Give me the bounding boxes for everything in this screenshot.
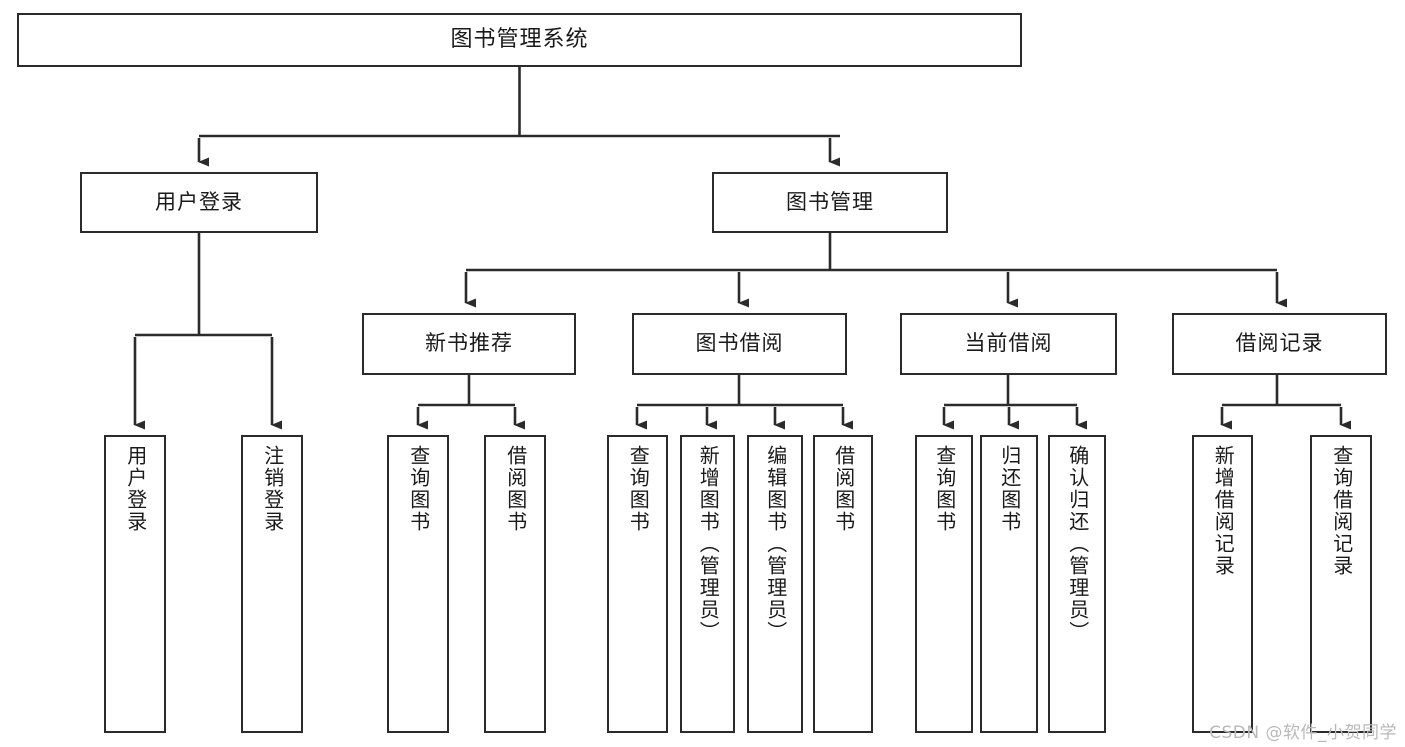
- node-label: 图书借阅: [695, 331, 784, 356]
- node-leaf-confirm-return-admin[interactable]: 确认归还（管理员）: [1048, 435, 1106, 733]
- node-label: 图书管理: [786, 189, 874, 214]
- node-leaf-borrow-book-2[interactable]: 借阅图书: [813, 435, 873, 733]
- node-book-manage[interactable]: 图书管理: [712, 172, 948, 233]
- node-label: 查询借阅记录: [1329, 445, 1354, 577]
- node-label: 新增图书（管理员）: [696, 445, 721, 643]
- node-current-borrow[interactable]: 当前借阅: [900, 313, 1117, 375]
- csdn-watermark: CSDN @软件_小贺同学: [1209, 723, 1397, 743]
- node-leaf-query-book-3[interactable]: 查询图书: [915, 435, 973, 733]
- node-leaf-add-borrow-record[interactable]: 新增借阅记录: [1192, 435, 1253, 733]
- node-label: 查询图书: [406, 445, 431, 533]
- node-leaf-add-book-admin[interactable]: 新增图书（管理员）: [680, 435, 735, 733]
- node-leaf-edit-book-admin[interactable]: 编辑图书（管理员）: [747, 435, 803, 733]
- node-label: 用户登录: [123, 445, 148, 533]
- node-label: 注销登录: [260, 445, 285, 533]
- node-label: 用户登录: [155, 189, 243, 214]
- node-label: 编辑图书（管理员）: [763, 445, 788, 643]
- node-label: 借阅记录: [1235, 331, 1324, 356]
- node-label: 图书管理系统: [450, 26, 589, 52]
- node-leaf-query-borrow-record[interactable]: 查询借阅记录: [1310, 435, 1372, 733]
- node-leaf-logout[interactable]: 注销登录: [241, 435, 303, 733]
- node-leaf-return-book[interactable]: 归还图书: [980, 435, 1038, 733]
- node-root-system[interactable]: 图书管理系统: [17, 13, 1022, 67]
- node-label: 新书推荐: [425, 331, 513, 356]
- node-label: 归还图书: [997, 445, 1022, 533]
- node-user-login[interactable]: 用户登录: [80, 172, 318, 233]
- node-borrow-record[interactable]: 借阅记录: [1172, 313, 1387, 375]
- node-label: 借阅图书: [503, 445, 528, 533]
- node-leaf-borrow-book-1[interactable]: 借阅图书: [484, 435, 546, 733]
- node-label: 新增借阅记录: [1211, 445, 1236, 577]
- node-label: 查询图书: [932, 445, 957, 533]
- node-book-borrow[interactable]: 图书借阅: [632, 313, 847, 375]
- node-leaf-query-book-2[interactable]: 查询图书: [607, 435, 668, 733]
- node-label: 当前借阅: [964, 331, 1053, 356]
- node-label: 查询图书: [626, 445, 651, 533]
- node-leaf-user-login[interactable]: 用户登录: [104, 435, 166, 733]
- node-label: 借阅图书: [831, 445, 856, 533]
- node-leaf-query-book-1[interactable]: 查询图书: [387, 435, 449, 733]
- node-label: 确认归还（管理员）: [1065, 445, 1090, 643]
- node-new-book-recommend[interactable]: 新书推荐: [362, 313, 576, 375]
